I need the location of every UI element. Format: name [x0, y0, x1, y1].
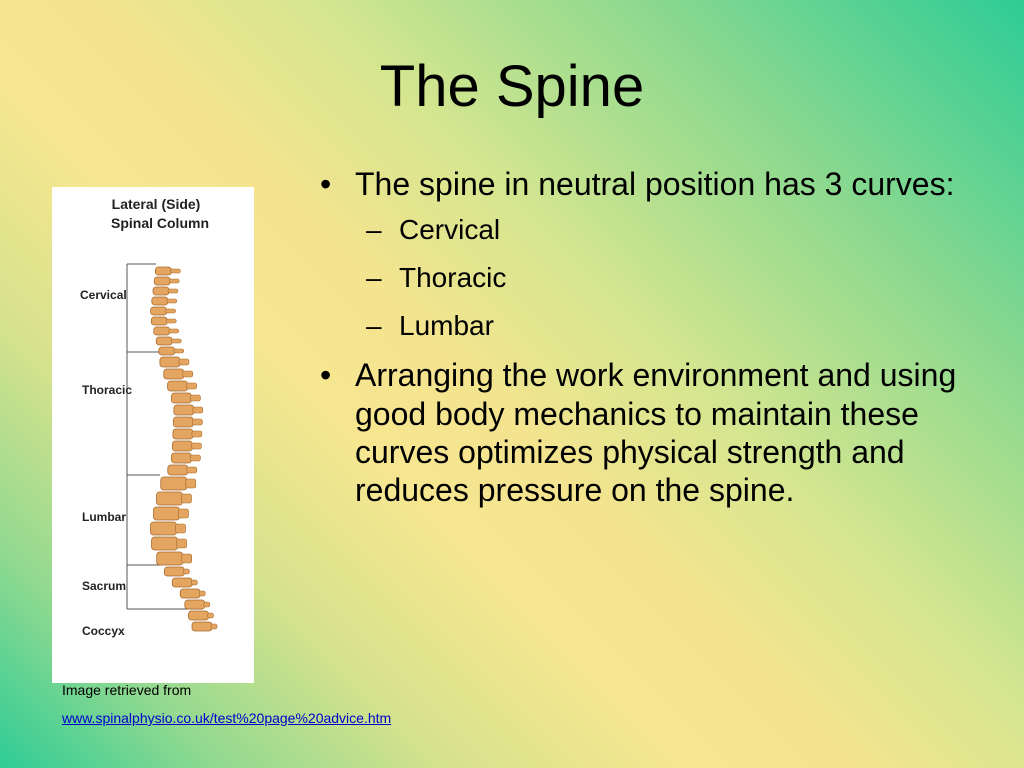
bullet-text: Arranging the work environment and using…: [355, 357, 957, 509]
spinous-process: [185, 478, 197, 489]
label-thoracic: Thoracic: [82, 383, 132, 397]
vertebra: [171, 392, 192, 404]
spinous-process: [203, 601, 211, 608]
vertebra: [179, 588, 201, 599]
image-source-link[interactable]: www.spinalphysio.co.uk/test%20page%20adv…: [62, 710, 392, 726]
vertebra: [151, 536, 178, 551]
vertebra: [156, 491, 183, 506]
spinous-process: [181, 553, 193, 564]
figure-heading-line1: Lateral (Side): [112, 196, 201, 212]
bullet-marker: •: [320, 166, 332, 202]
spinous-process: [170, 338, 182, 344]
vertebra: [158, 346, 176, 356]
spine-figure: Lateral (Side) Spinal Column Cervical Th…: [52, 187, 254, 683]
vertebra: [167, 464, 189, 476]
spinous-process: [198, 590, 206, 597]
vertebra: [191, 621, 213, 632]
vertebra: [150, 306, 167, 316]
vertebra: [172, 428, 194, 440]
spinous-process: [210, 623, 218, 630]
sub-item-text: Cervical: [399, 214, 501, 246]
spinous-process: [165, 318, 177, 324]
spinous-process: [173, 348, 185, 354]
spinous-process: [190, 454, 201, 462]
spinous-process: [175, 523, 186, 534]
image-credit-caption: Image retrieved from: [62, 682, 192, 698]
spinous-process: [182, 370, 194, 378]
vertebra: [156, 551, 184, 566]
vertebra: [173, 404, 195, 416]
sub-item-text: Thoracic: [399, 261, 507, 293]
label-coccyx: Coccyx: [82, 624, 125, 638]
bullet-text: The spine in neutral position has 3 curv…: [355, 166, 955, 202]
sub-item-cervical: – Cervical: [318, 213, 978, 247]
slide-content: • The spine in neutral position has 3 cu…: [318, 165, 978, 518]
spinous-process: [192, 406, 204, 414]
bullet-marker: •: [320, 357, 332, 394]
spinous-process: [190, 579, 198, 586]
spinous-process: [207, 612, 214, 619]
spinous-process: [168, 328, 180, 334]
spinous-process: [165, 308, 176, 314]
spinous-process: [166, 298, 178, 304]
vertebra: [184, 599, 206, 610]
sub-item-lumbar: – Lumbar: [318, 309, 978, 343]
vertebra: [171, 577, 193, 588]
sub-item-thoracic: – Thoracic: [318, 261, 978, 295]
spinous-process: [167, 288, 179, 294]
figure-heading-line2: Spinal Column: [111, 215, 209, 231]
vertebra: [153, 276, 171, 286]
spinous-process: [191, 442, 202, 450]
spinous-process: [178, 358, 190, 366]
bullet-item: • The spine in neutral position has 3 cu…: [318, 165, 978, 203]
vertebra: [159, 356, 181, 368]
label-sacrum: Sacrum: [82, 579, 126, 593]
vertebra: [152, 286, 170, 296]
vertebra: [155, 336, 173, 346]
spinous-process: [178, 508, 189, 519]
vertebra: [171, 452, 192, 464]
bullet-item: • Arranging the work environment and usi…: [318, 356, 978, 510]
label-lumbar: Lumbar: [82, 510, 126, 524]
vertebra: [155, 266, 172, 276]
sub-marker: –: [366, 261, 382, 293]
spinous-process: [170, 268, 181, 274]
vertebrae-group: [150, 266, 218, 632]
spinous-process: [176, 538, 187, 549]
spine-illustration-icon: Lateral (Side) Spinal Column Cervical Th…: [80, 196, 218, 638]
label-cervical: Cervical: [80, 288, 127, 302]
vertebra: [172, 416, 194, 428]
vertebra: [150, 521, 177, 536]
spinous-process: [186, 382, 197, 390]
vertebra: [151, 296, 169, 306]
sub-marker: –: [366, 214, 382, 246]
spinous-process: [168, 278, 180, 284]
vertebra: [163, 368, 185, 380]
vertebra: [188, 610, 209, 621]
sub-item-text: Lumbar: [399, 309, 494, 341]
spinous-process: [192, 418, 203, 426]
vertebra: [160, 476, 188, 491]
spinous-process: [183, 568, 190, 575]
spinous-process: [181, 493, 192, 504]
slide-title: The Spine: [379, 54, 645, 119]
sub-marker: –: [366, 309, 382, 341]
vertebra: [172, 440, 193, 452]
vertebra: [153, 506, 180, 521]
spinous-process: [191, 430, 203, 438]
spinous-process: [186, 466, 198, 474]
vertebra: [153, 326, 171, 336]
spinous-process: [190, 394, 201, 402]
vertebra: [150, 316, 168, 326]
vertebra: [163, 566, 185, 577]
vertebra: [167, 380, 188, 392]
